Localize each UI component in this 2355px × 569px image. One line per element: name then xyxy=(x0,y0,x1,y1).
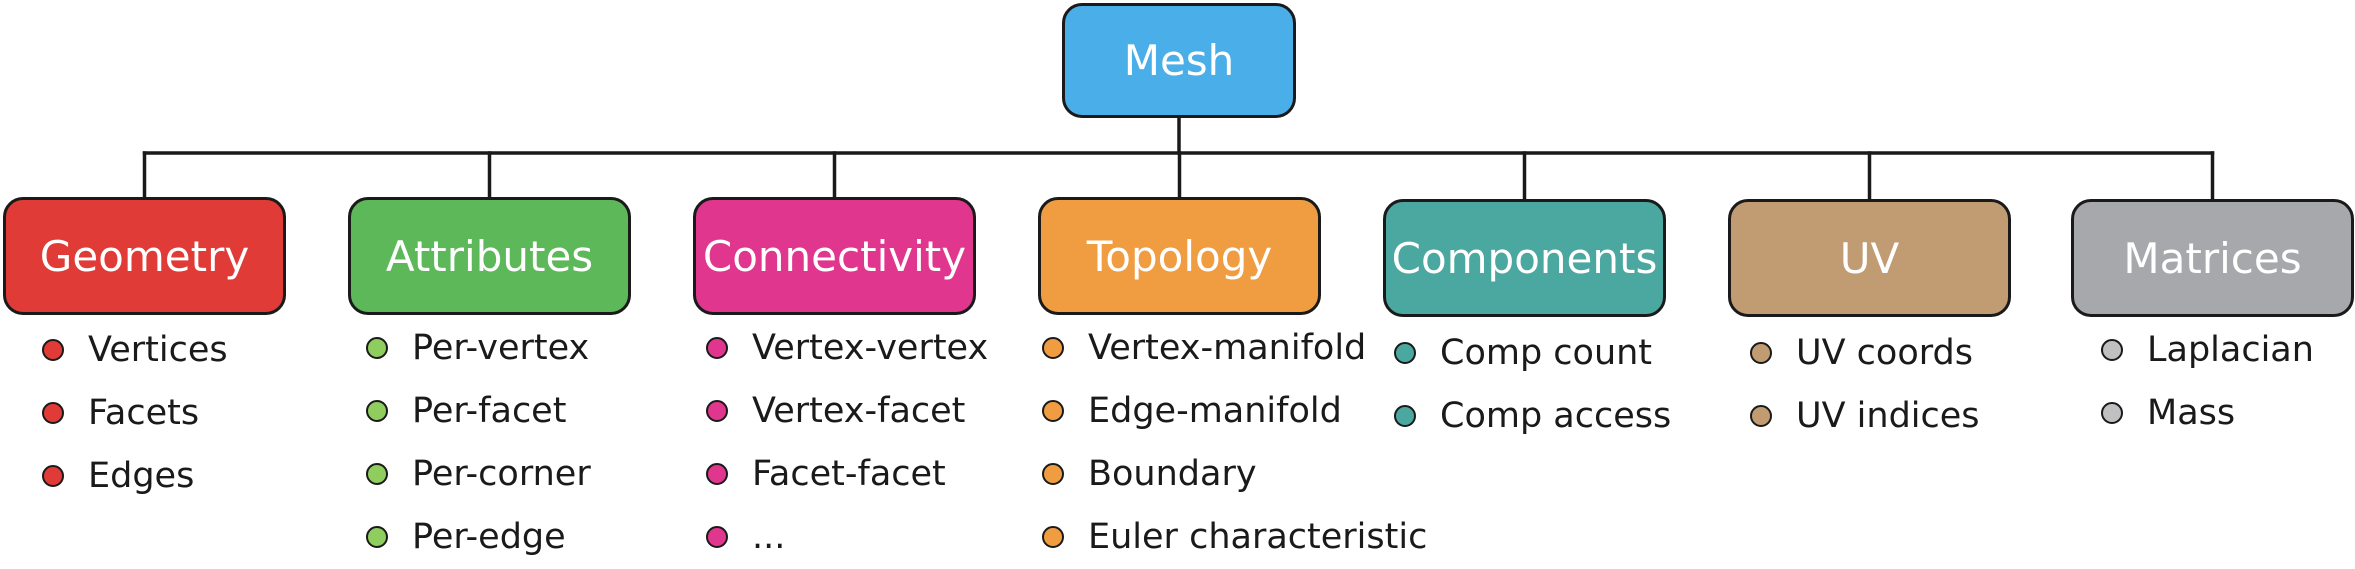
bullet-icon xyxy=(1750,405,1772,427)
bullet-icon xyxy=(42,402,64,424)
node-topology: Topology xyxy=(1038,197,1321,315)
list-item: Euler characteristic xyxy=(1042,506,1427,569)
node-connectivity: Connectivity xyxy=(693,197,976,315)
geometry-item-list: Vertices Facets Edges xyxy=(42,319,228,508)
list-item: Vertex-manifold xyxy=(1042,317,1427,380)
bullet-icon xyxy=(366,400,388,422)
node-uv-label: UV xyxy=(1839,233,1900,283)
list-item: Per-vertex xyxy=(366,317,591,380)
list-item: Edges xyxy=(42,445,228,508)
bullet-icon xyxy=(706,526,728,548)
bullet-icon xyxy=(1042,526,1064,548)
list-item: UV indices xyxy=(1750,385,1980,448)
node-attributes-label: Attributes xyxy=(385,231,594,281)
list-item: Comp access xyxy=(1394,385,1671,448)
uv-item-list: UV coords UV indices xyxy=(1750,322,1980,448)
list-item: Vertex-facet xyxy=(706,380,988,443)
attributes-item-list: Per-vertex Per-facet Per-corner Per-edge xyxy=(366,317,591,569)
node-mesh-label: Mesh xyxy=(1123,36,1235,85)
list-item: Laplacian xyxy=(2101,319,2314,382)
node-topology-label: Topology xyxy=(1086,231,1273,281)
list-item: Vertices xyxy=(42,319,228,382)
node-attributes: Attributes xyxy=(348,197,631,315)
list-item: Comp count xyxy=(1394,322,1671,385)
bullet-icon xyxy=(42,339,64,361)
node-uv: UV xyxy=(1728,199,2011,317)
node-matrices: Matrices xyxy=(2071,199,2354,317)
bullet-icon xyxy=(1042,400,1064,422)
list-item: Mass xyxy=(2101,382,2314,445)
bullet-icon xyxy=(1394,405,1416,427)
bullet-icon xyxy=(706,337,728,359)
node-connectivity-label: Connectivity xyxy=(702,231,967,281)
bullet-icon xyxy=(1394,342,1416,364)
list-item: Vertex-vertex xyxy=(706,317,988,380)
list-item: Per-edge xyxy=(366,506,591,569)
components-item-list: Comp count Comp access xyxy=(1394,322,1671,448)
bullet-icon xyxy=(1042,463,1064,485)
matrices-item-list: Laplacian Mass xyxy=(2101,319,2314,445)
topology-item-list: Vertex-manifold Edge-manifold Boundary E… xyxy=(1042,317,1427,569)
bullet-icon xyxy=(42,465,64,487)
bullet-icon xyxy=(1042,337,1064,359)
list-item: Edge-manifold xyxy=(1042,380,1427,443)
list-item: Facet-facet xyxy=(706,443,988,506)
bullet-icon xyxy=(706,400,728,422)
node-mesh: Mesh xyxy=(1062,3,1296,118)
node-matrices-label: Matrices xyxy=(2123,233,2302,283)
node-geometry: Geometry xyxy=(3,197,286,315)
list-item: Facets xyxy=(42,382,228,445)
list-item: UV coords xyxy=(1750,322,1980,385)
node-geometry-label: Geometry xyxy=(39,231,250,281)
bullet-icon xyxy=(706,463,728,485)
list-item: Per-corner xyxy=(366,443,591,506)
bullet-icon xyxy=(2101,402,2123,424)
bullet-icon xyxy=(366,463,388,485)
list-item: Per-facet xyxy=(366,380,591,443)
bullet-icon xyxy=(2101,339,2123,361)
list-item: Boundary xyxy=(1042,443,1427,506)
node-components: Components xyxy=(1383,199,1666,317)
list-item: ... xyxy=(706,506,988,569)
connectivity-item-list: Vertex-vertex Vertex-facet Facet-facet .… xyxy=(706,317,988,569)
bullet-icon xyxy=(366,337,388,359)
bullet-icon xyxy=(366,526,388,548)
node-components-label: Components xyxy=(1391,233,1658,283)
bullet-icon xyxy=(1750,342,1772,364)
